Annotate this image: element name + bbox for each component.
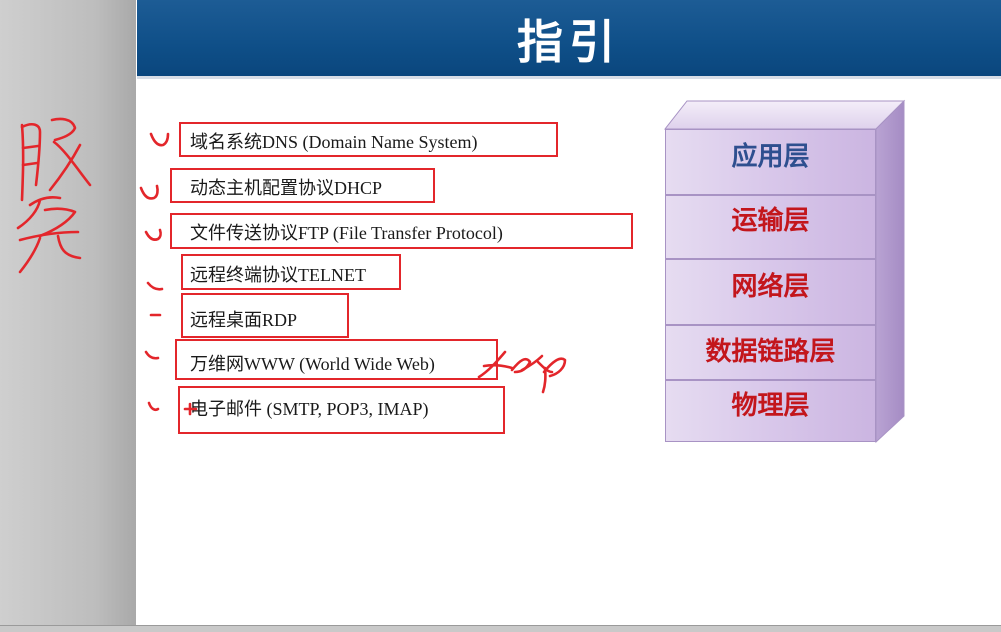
layer-application: 应用层 bbox=[665, 129, 876, 195]
slide-title: 指引 bbox=[517, 15, 621, 69]
layer-label: 应用层 bbox=[731, 142, 810, 172]
bottom-scroll-edge bbox=[0, 625, 1001, 632]
title-bar: 指引 bbox=[137, 0, 1001, 79]
layer-data-link: 数据链路层 bbox=[665, 325, 876, 380]
service-label-email: 电子邮件 (SMTP, POP3, IMAP) bbox=[190, 399, 429, 419]
left-margin-panel bbox=[0, 0, 136, 625]
service-label-ftp: 文件传送协议FTP (File Transfer Protocol) bbox=[190, 223, 503, 243]
service-box-rdp bbox=[181, 293, 349, 338]
layer-label: 数据链路层 bbox=[705, 337, 836, 367]
service-box-email bbox=[178, 386, 505, 434]
service-label-telnet: 远程终端协议TELNET bbox=[190, 265, 366, 285]
service-box-telnet bbox=[181, 254, 401, 290]
stack-top-face bbox=[663, 100, 906, 130]
layer-network: 网络层 bbox=[665, 259, 876, 325]
service-label-rdp: 远程桌面RDP bbox=[190, 310, 298, 330]
service-label-dhcp: 动态主机配置协议DHCP bbox=[190, 178, 383, 198]
service-label-www: 万维网WWW (World Wide Web) bbox=[190, 354, 435, 374]
stack-side-face bbox=[875, 99, 905, 444]
layer-label: 运输层 bbox=[731, 206, 810, 236]
layer-label: 网络层 bbox=[731, 272, 810, 302]
service-box-ftp bbox=[170, 213, 633, 249]
layer-transport: 运输层 bbox=[665, 195, 876, 259]
layer-label: 物理层 bbox=[731, 391, 810, 421]
service-box-dns bbox=[179, 122, 558, 157]
service-box-dhcp bbox=[170, 168, 435, 203]
layer-physical: 物理层 bbox=[665, 380, 876, 442]
service-label-dns: 域名系统DNS (Domain Name System) bbox=[190, 132, 478, 152]
